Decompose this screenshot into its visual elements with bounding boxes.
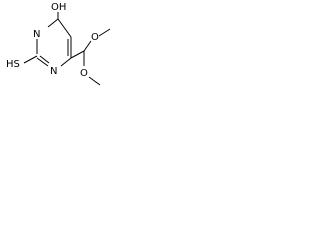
bond-n1-c6 xyxy=(60,57,72,67)
bond-c6-cacetal xyxy=(70,50,85,59)
bond-c2-s xyxy=(23,55,38,64)
atom-label-hydroxyl: OH xyxy=(51,2,66,13)
bond-cacetal-o-upper xyxy=(83,40,92,52)
bond-c5-c4 xyxy=(57,18,72,38)
structure-diagram: OH N N HS O O xyxy=(0,0,120,98)
atom-label-ring-n-top: N xyxy=(33,29,40,40)
atom-label-thiol: HS xyxy=(6,59,20,70)
bond-c2-n1 xyxy=(36,57,49,67)
bond-o-lower-methyl xyxy=(88,76,101,86)
atom-label-methoxy-o-lower: O xyxy=(80,68,88,79)
atom-label-methoxy-o-upper: O xyxy=(91,32,99,43)
molecule-drawing: OH N N HS O O xyxy=(6,2,111,86)
atom-label-ring-n-bottom: N xyxy=(50,66,57,77)
bond-o-upper-methyl xyxy=(98,28,111,37)
bond-c2-n1-double xyxy=(39,55,50,64)
bond-c4-n3 xyxy=(47,18,59,28)
